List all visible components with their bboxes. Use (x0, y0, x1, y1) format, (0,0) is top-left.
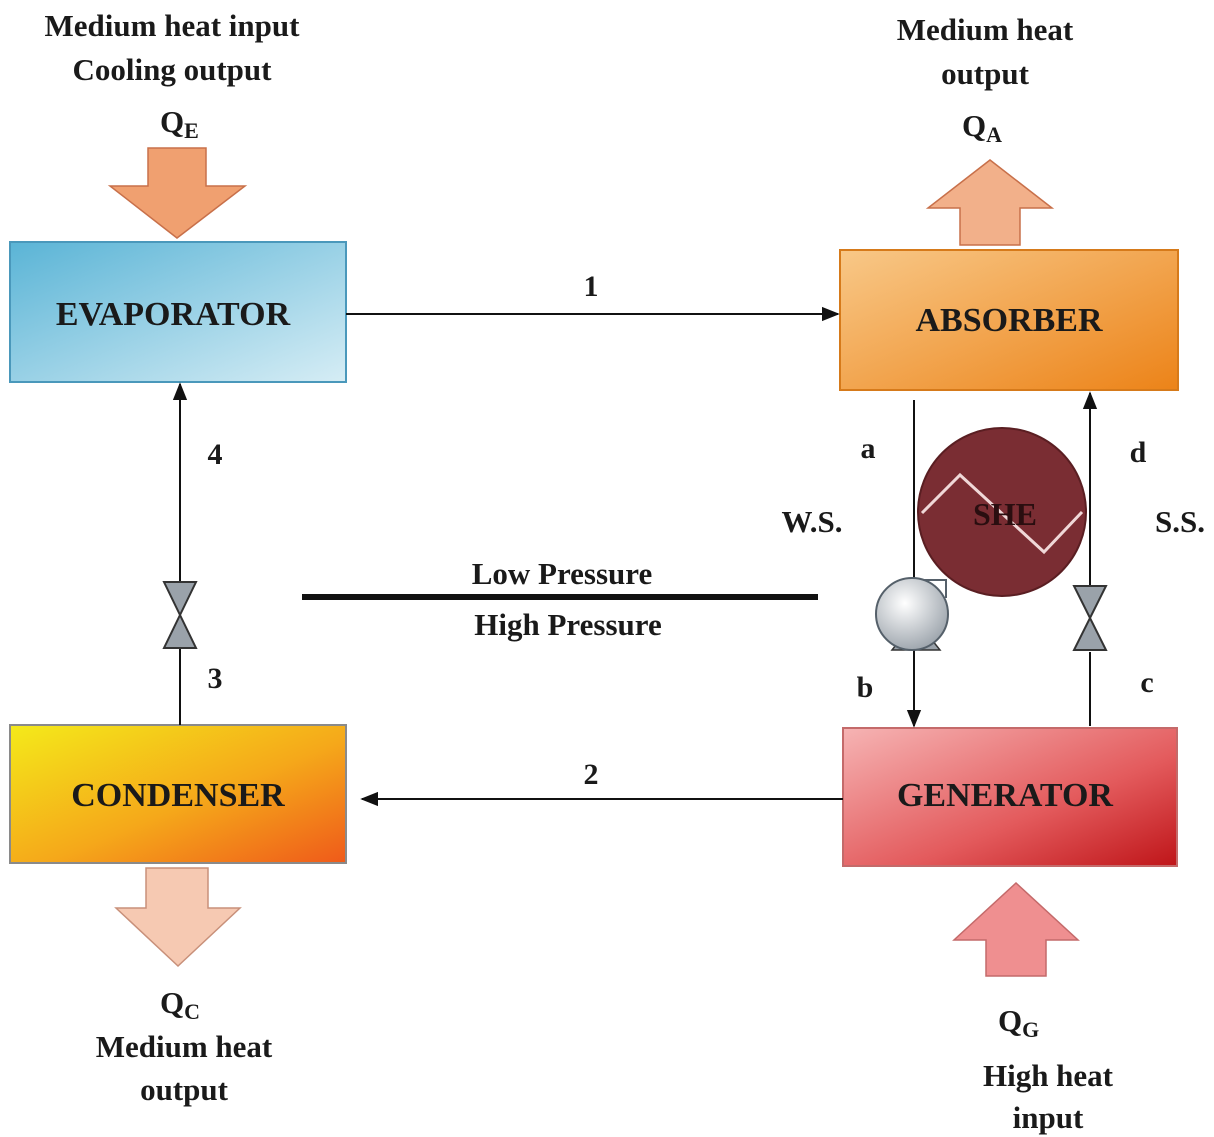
stream-2-label: 2 (584, 758, 599, 791)
generator-box: GENERATOR (842, 727, 1178, 867)
stream-4-label: 4 (208, 438, 223, 471)
generator-heat-line2: input (1013, 1100, 1084, 1135)
stream-b-label: b (857, 671, 874, 704)
high-pressure-label: High Pressure (474, 607, 661, 642)
weak-solution-label: W.S. (782, 504, 843, 539)
stream-c-label: c (1140, 666, 1153, 699)
evaporator-heat-line1: Medium heat input (45, 8, 301, 43)
condenser-heat-output-arrow (114, 867, 242, 968)
solution-pump-icon (875, 577, 949, 651)
solution-heat-exchanger-icon: SHE (917, 427, 1087, 597)
condenser-heat-line2: output (140, 1072, 229, 1107)
generator-heat-input-arrow (952, 881, 1080, 977)
she-label: SHE (973, 496, 1037, 532)
expansion-valve-refrigerant-icon (162, 581, 198, 649)
condenser-label: CONDENSER (71, 777, 285, 814)
expansion-valve-solution-icon (1072, 585, 1108, 651)
evaporator-heat-input-arrow (107, 147, 248, 239)
condenser-box: CONDENSER (9, 724, 347, 864)
absorber-heat-output-arrow (925, 159, 1055, 246)
condenser-heat-symbol: QC (160, 985, 200, 1024)
evaporator-label: EVAPORATOR (56, 296, 291, 333)
low-pressure-label: Low Pressure (472, 556, 653, 591)
stream-d-label: d (1130, 436, 1147, 469)
condenser-heat-line1: Medium heat (96, 1029, 273, 1064)
evaporator-box: EVAPORATOR (9, 241, 347, 383)
generator-label: GENERATOR (897, 777, 1113, 814)
evaporator-heat-symbol: QE (160, 104, 199, 143)
stream-3-label: 3 (208, 662, 223, 695)
evaporator-heat-line2: Cooling output (73, 52, 273, 87)
absorber-box: ABSORBER (839, 249, 1179, 391)
absorber-heat-line2: output (941, 56, 1030, 91)
generator-heat-symbol: QG (998, 1003, 1039, 1042)
generator-heat-line1: High heat (983, 1058, 1114, 1093)
stream-a-label: a (861, 432, 876, 465)
absorber-heat-symbol: QA (962, 108, 1002, 147)
stream-1-label: 1 (584, 270, 599, 303)
strong-solution-label: S.S. (1155, 504, 1205, 539)
absorber-label: ABSORBER (915, 302, 1102, 339)
absorber-heat-line1: Medium heat (897, 12, 1074, 47)
